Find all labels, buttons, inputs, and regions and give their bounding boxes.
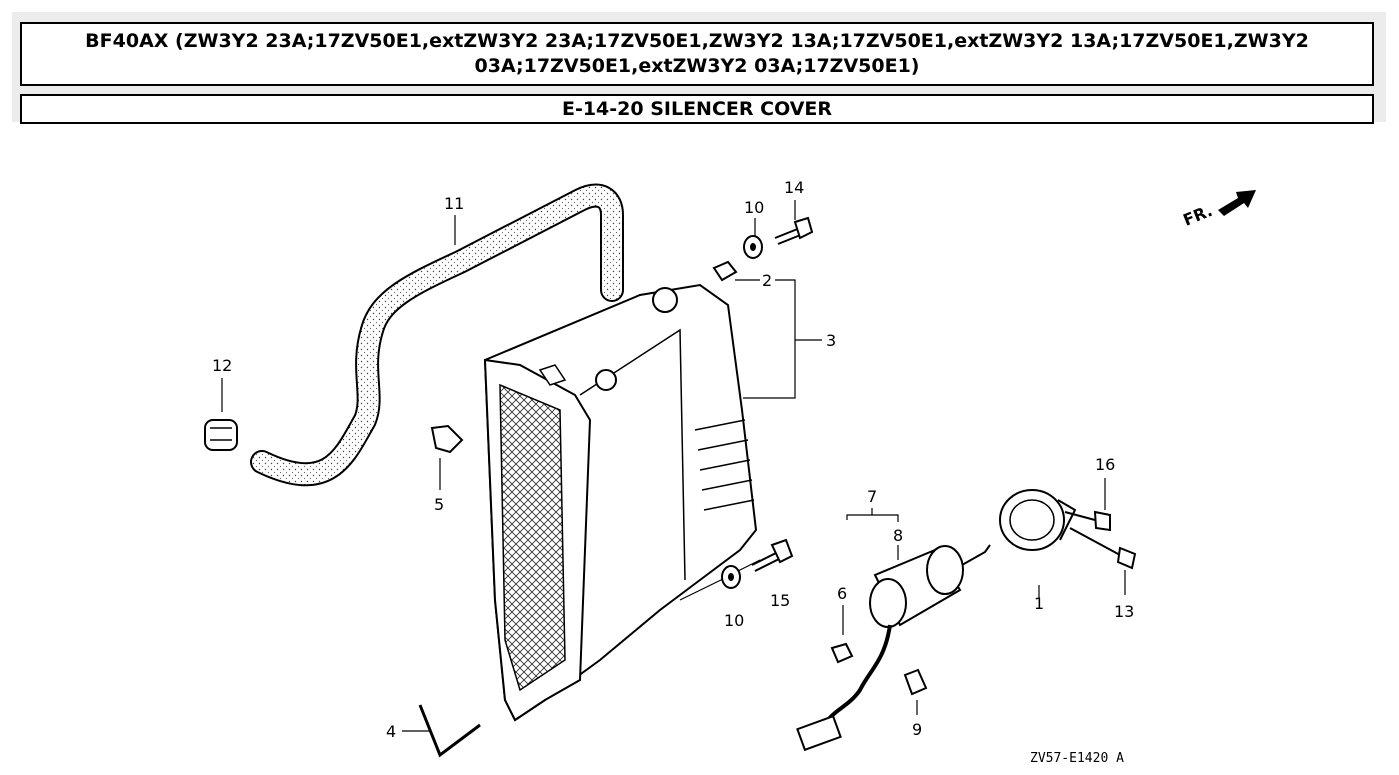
header-panel: BF40AX (ZW3Y2 23A;17ZV50E1,extZW3Y2 23A;… — [12, 12, 1386, 124]
bolt-14 — [774, 216, 814, 245]
bracket-1 — [999, 489, 1077, 551]
callout-7: 7 — [867, 487, 877, 506]
drawing-code: ZV57-E1420 A — [1030, 751, 1124, 766]
callout-12: 12 — [212, 356, 232, 375]
front-direction-label: FR. — [1180, 201, 1215, 230]
sensor-8 — [796, 544, 991, 752]
section-title: E-14-20 SILENCER COVER — [20, 94, 1374, 124]
callout-8: 8 — [893, 526, 903, 545]
callout-15: 15 — [770, 591, 790, 610]
clip-9 — [903, 668, 928, 696]
clip-12 — [204, 419, 238, 451]
bolt-16 — [1064, 510, 1111, 532]
leader-lines — [221, 200, 1126, 732]
callout-labels: 1 2 3 4 5 6 7 8 9 10 10 11 12 13 14 15 1… — [212, 178, 1134, 741]
callout-4: 4 — [386, 722, 396, 741]
washer-10-upper — [743, 235, 763, 259]
callout-1: 1 — [1034, 594, 1044, 613]
front-arrow-icon — [1218, 190, 1256, 216]
callout-10-upper: 10 — [744, 198, 764, 217]
nut-6 — [830, 642, 854, 664]
clip-5 — [430, 424, 464, 454]
model-title: BF40AX (ZW3Y2 23A;17ZV50E1,extZW3Y2 23A;… — [20, 22, 1374, 86]
callout-5: 5 — [434, 495, 444, 514]
callout-16: 16 — [1095, 455, 1115, 474]
callout-2: 2 — [762, 271, 772, 290]
callout-10-lower: 10 — [724, 611, 744, 630]
bolt-15 — [751, 538, 794, 572]
callout-3: 3 — [826, 331, 836, 350]
silencer-cover-part — [483, 283, 758, 722]
hose-part — [250, 183, 624, 487]
pin-4 — [418, 704, 481, 758]
collar-2 — [712, 260, 738, 282]
callout-6: 6 — [837, 584, 847, 603]
callout-13: 13 — [1114, 602, 1134, 621]
callout-14: 14 — [784, 178, 804, 197]
callout-9: 9 — [912, 720, 922, 739]
washer-10-lower — [721, 565, 741, 589]
callout-11: 11 — [444, 194, 464, 213]
bolt-13 — [1069, 527, 1137, 570]
